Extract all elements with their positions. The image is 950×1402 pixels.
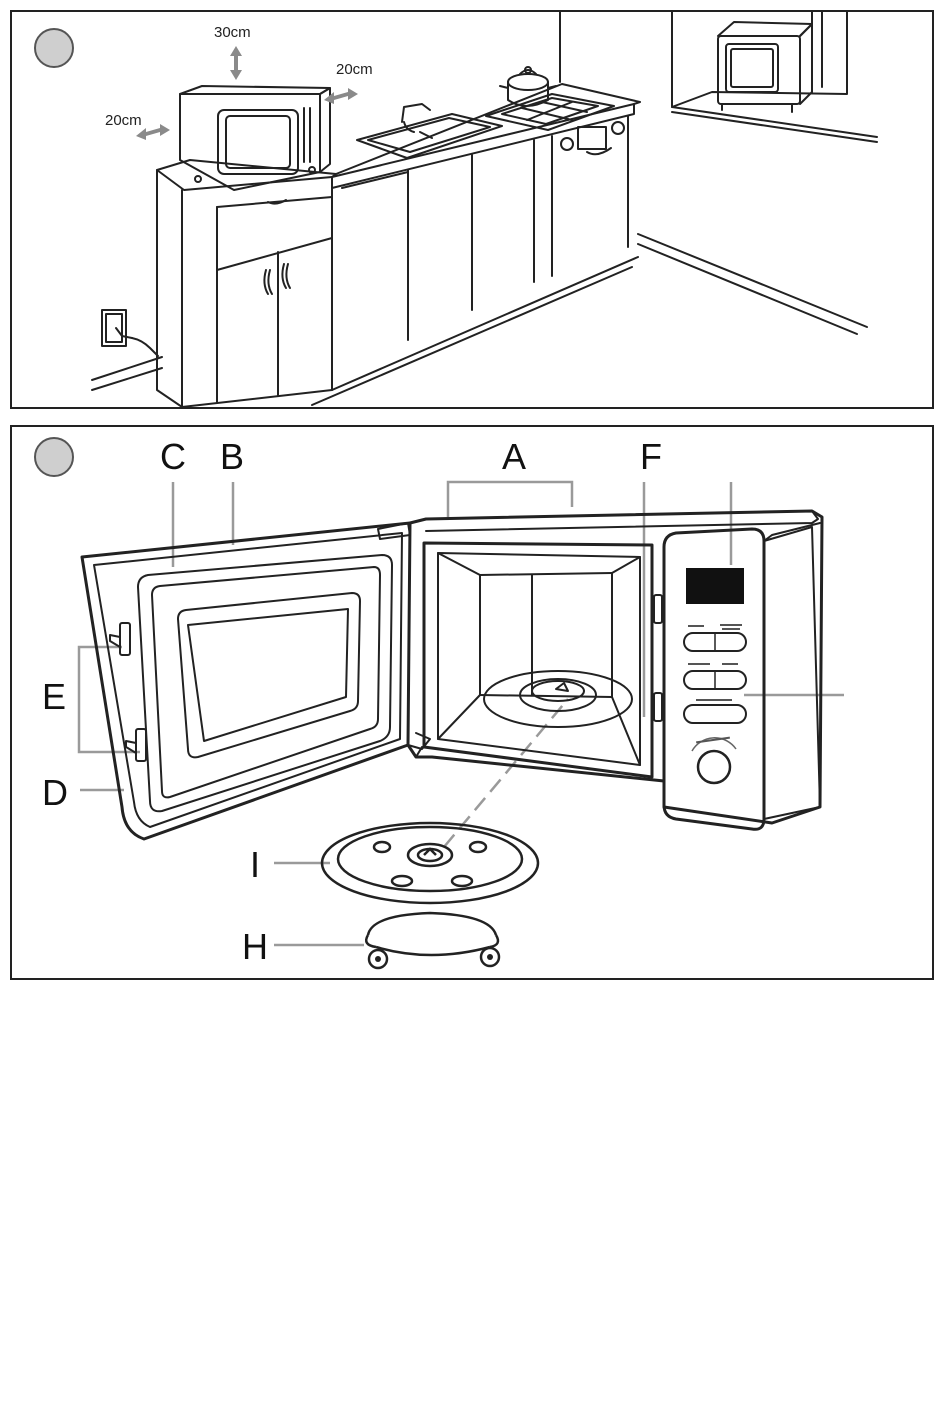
left-clearance-label: 20cm <box>105 112 142 129</box>
installation-figure-panel: 30cm 20cm 20cm <box>10 10 934 409</box>
right-clearance-label: 20cm <box>336 61 373 78</box>
kitchen-installation-illustration: 30cm 20cm 20cm <box>12 12 932 407</box>
control-knob <box>698 751 730 783</box>
label-e: E <box>42 676 66 717</box>
label-d: D <box>42 772 68 813</box>
label-c: C <box>160 436 186 477</box>
roller-ring <box>368 913 496 935</box>
label-i: I <box>250 844 260 885</box>
label-a: A <box>502 436 526 477</box>
display-window <box>686 568 744 604</box>
label-f: F <box>640 436 662 477</box>
label-b: B <box>220 436 244 477</box>
microwave-parts-illustration: C B A F E D I H <box>12 427 932 978</box>
parts-figure-panel: C B A F E D I H <box>10 425 934 980</box>
top-clearance-label: 30cm <box>214 24 251 41</box>
label-h: H <box>242 926 268 967</box>
